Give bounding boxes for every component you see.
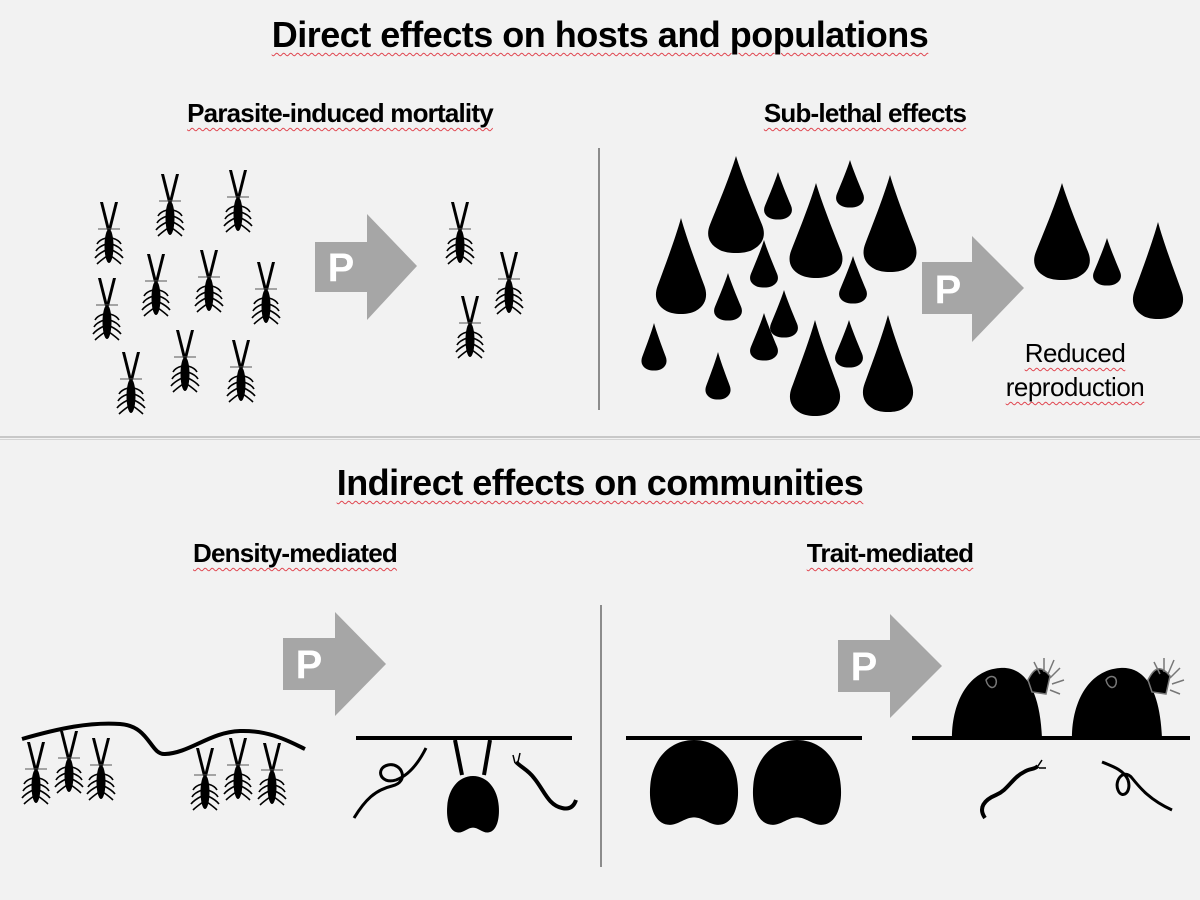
note-line-1: Reduced <box>1024 338 1126 368</box>
density-subtitle-text: Density-mediated <box>193 538 398 568</box>
mortality-subtitle: Parasite-induced mortality <box>120 98 560 129</box>
note-line-2: reproduction <box>1005 372 1145 402</box>
parasite-arrow-icon: P <box>283 612 386 716</box>
amphipods-before <box>92 169 281 415</box>
top-section-title-text: Direct effects on hosts and populations <box>271 14 929 55</box>
parasite-arrow-icon: P <box>838 614 942 718</box>
parasite-arrow-icon: P <box>315 214 417 320</box>
amphipods-after <box>445 201 524 359</box>
snails-after <box>1034 183 1184 320</box>
wavy-surface-with-amphipods <box>21 721 306 811</box>
bottom-section-title: Indirect effects on communities <box>0 462 1200 504</box>
svg-text:P: P <box>328 246 355 290</box>
parasite-arrow-icon: P <box>922 236 1024 342</box>
surface-with-hosts-below <box>626 736 862 825</box>
svg-text:P: P <box>851 645 878 689</box>
density-subtitle: Density-mediated <box>150 538 440 569</box>
svg-text:P: P <box>935 268 962 312</box>
trait-subtitle-text: Trait-mediated <box>806 538 974 568</box>
sublethal-subtitle-text: Sub-lethal effects <box>763 98 967 128</box>
sublethal-subtitle: Sub-lethal effects <box>680 98 1050 129</box>
bottom-section-title-text: Indirect effects on communities <box>336 462 864 503</box>
bottom-panel-divider <box>600 605 602 867</box>
svg-text:P: P <box>296 643 323 687</box>
trait-subtitle: Trait-mediated <box>760 538 1020 569</box>
surface-with-worms-and-host <box>352 736 578 833</box>
section-divider <box>0 436 1200 440</box>
snails-before <box>641 156 917 417</box>
surface-with-hosts-above-and-worms <box>912 658 1190 820</box>
top-section-title: Direct effects on hosts and populations <box>0 14 1200 56</box>
reduced-reproduction-note: Reduced reproduction <box>985 336 1165 404</box>
top-panel-divider <box>598 148 600 410</box>
mortality-subtitle-text: Parasite-induced mortality <box>187 98 494 128</box>
